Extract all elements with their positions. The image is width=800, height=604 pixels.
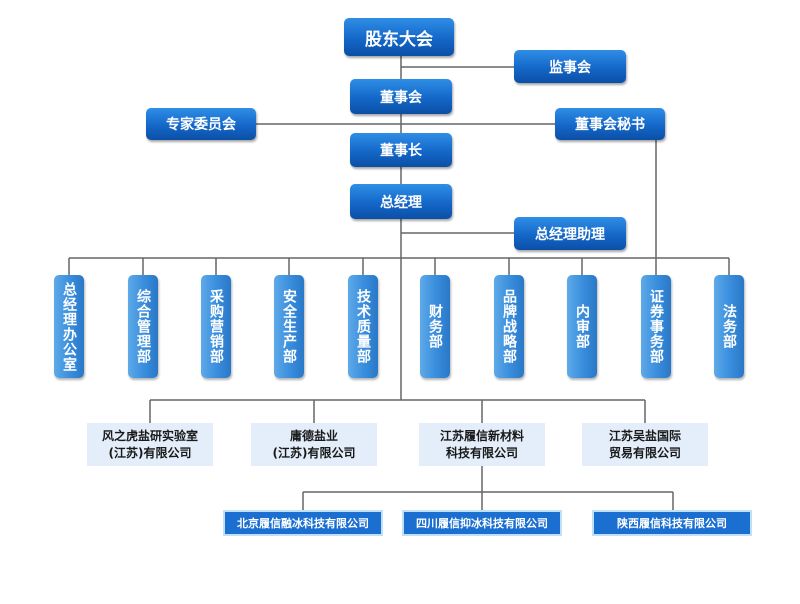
department-box: 技术质量部 [348,275,378,378]
department-label: 总经理办公室 [61,281,77,372]
department-box: 安全生产部 [274,275,304,378]
company-box: 江苏吴盐国际 贸易有限公司 [582,423,708,466]
department-label: 采购营销部 [208,289,224,364]
subsidiary-box: 四川履信抑冰科技有限公司 [402,510,562,536]
gm-assistant-box: 总经理助理 [514,217,626,250]
expert-committee-box: 专家委员会 [146,108,256,140]
department-label: 安全生产部 [281,289,297,364]
company-box: 风之虎盐研实验室 (江苏)有限公司 [87,423,213,466]
department-label: 证券事务部 [648,289,664,364]
department-label: 综合管理部 [135,289,151,364]
department-box: 综合管理部 [128,275,158,378]
department-label: 财务部 [427,304,443,349]
department-box: 财务部 [420,275,450,378]
department-box: 证券事务部 [641,275,671,378]
department-box: 采购营销部 [201,275,231,378]
board-of-directors-box: 董事会 [350,79,452,114]
company-box: 江苏履信新材料 科技有限公司 [419,423,545,466]
subsidiary-box: 陕西履信科技有限公司 [592,510,752,536]
chairman-box: 董事长 [350,133,452,167]
general-manager-box: 总经理 [350,184,452,219]
department-box: 总经理办公室 [54,275,84,378]
department-label: 品牌战略部 [501,289,517,364]
subsidiary-box: 北京履信融冰科技有限公司 [223,510,383,536]
shareholders-meeting-box: 股东大会 [344,18,454,56]
department-box: 内审部 [567,275,597,378]
department-label: 法务部 [721,304,737,349]
department-label: 内审部 [574,304,590,349]
department-label: 技术质量部 [355,289,371,364]
board-secretary-box: 董事会秘书 [555,108,665,140]
supervisory-board-box: 监事会 [514,50,626,83]
department-box: 品牌战略部 [494,275,524,378]
department-box: 法务部 [714,275,744,378]
company-box: 庸德盐业 (江苏)有限公司 [251,423,377,466]
